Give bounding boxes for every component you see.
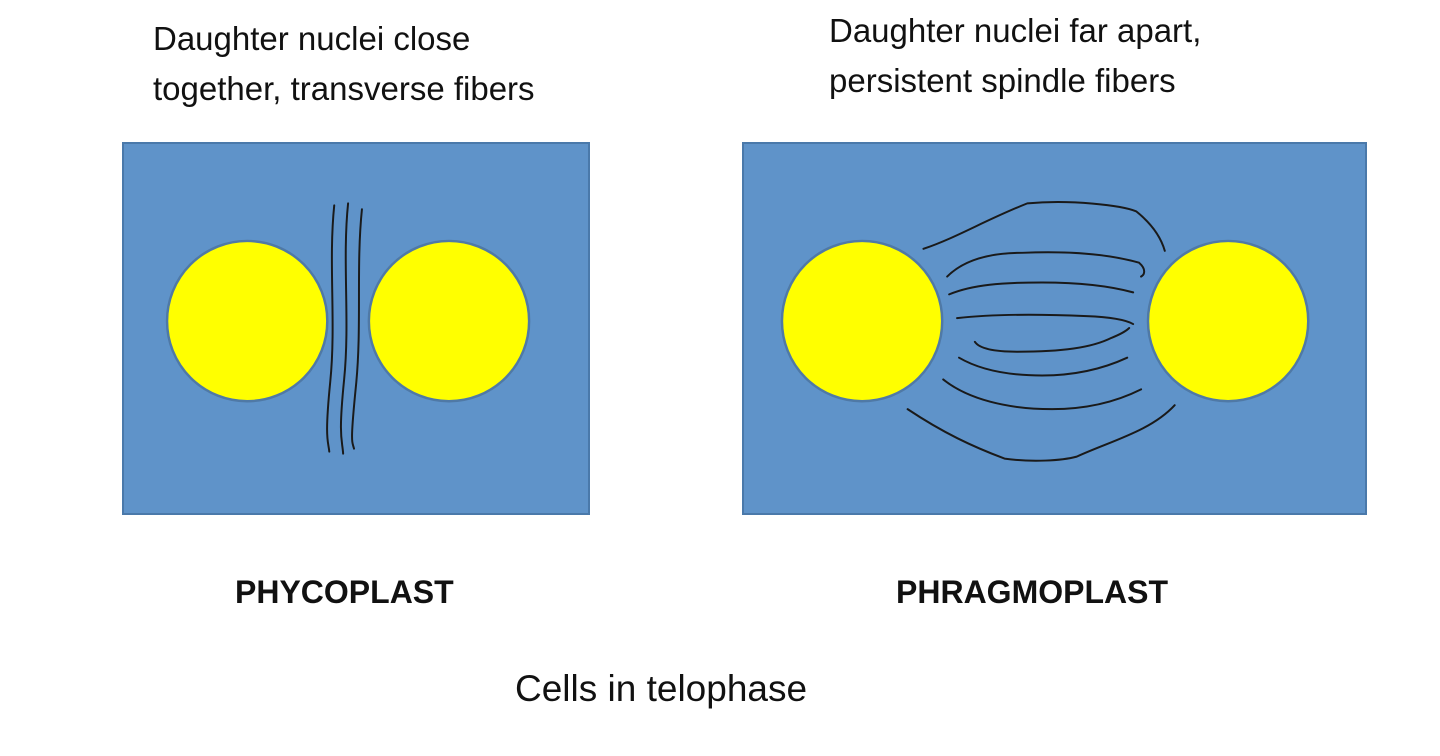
phragmoplast-left-nucleus — [780, 239, 944, 403]
phragmoplast-spindle-fiber-5 — [973, 327, 1131, 353]
phycoplast-transverse-fiber-2 — [339, 202, 350, 455]
phycoplast-cell — [122, 142, 590, 515]
phragmoplast-spindle-fiber-4 — [956, 313, 1135, 326]
phragmoplast-description: Daughter nuclei far apart, persistent sp… — [829, 6, 1201, 106]
phycoplast-description-line-2: together, transverse fibers — [153, 70, 535, 107]
phragmoplast-spindle-fiber-6 — [958, 356, 1129, 377]
phycoplast-transverse-fiber-3 — [351, 208, 363, 450]
phragmoplast-spindle-fiber-3 — [948, 281, 1135, 296]
phragmoplast-label: PHRAGMOPLAST — [896, 574, 1168, 610]
phragmoplast-description-line-1: Daughter nuclei far apart, — [829, 12, 1202, 49]
phragmoplast-spindle-fiber-2 — [946, 251, 1146, 278]
phycoplast-description-line-1: Daughter nuclei close — [153, 20, 471, 57]
phragmoplast-diagram — [780, 201, 1310, 462]
phragmoplast-spindle-fiber-1 — [922, 201, 1166, 252]
phragmoplast-right-nucleus — [1146, 239, 1310, 403]
phycoplast-left-nucleus — [165, 239, 329, 403]
phragmoplast-description-line-2: persistent spindle fibers — [829, 62, 1176, 99]
phycoplast-diagram — [165, 202, 531, 455]
figure-caption: Cells in telophase — [515, 668, 808, 709]
phragmoplast-spindle-fiber-8 — [906, 404, 1176, 462]
phragmoplast-spindle-fiber-7 — [942, 378, 1143, 411]
phycoplast-description: Daughter nuclei close together, transver… — [153, 14, 535, 114]
phycoplast-transverse-fiber-1 — [326, 204, 336, 453]
phycoplast-right-nucleus — [367, 239, 531, 403]
phycoplast-label: PHYCOPLAST — [235, 574, 454, 610]
phragmoplast-cell — [742, 142, 1367, 515]
